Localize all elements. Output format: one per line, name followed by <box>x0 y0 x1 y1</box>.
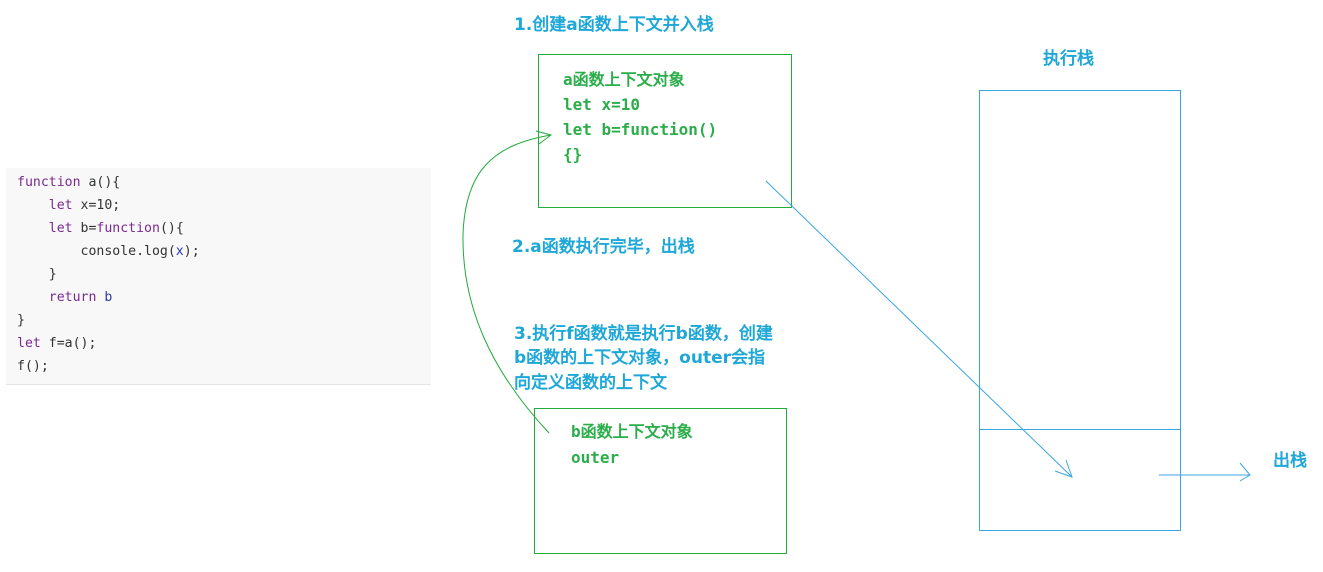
context-a-box <box>538 54 792 208</box>
context-a-line-3: {} <box>563 145 583 164</box>
stack-divider <box>980 429 1180 430</box>
code-token: x <box>175 244 184 259</box>
code-line: console.log(x); <box>17 240 431 263</box>
code-line: f(); <box>17 355 431 378</box>
code-token: let <box>17 336 49 351</box>
step-3-label-line-2: b函数的上下文对象，outer会指 <box>514 348 765 368</box>
code-token: b <box>104 290 113 305</box>
code-line: } <box>17 263 431 286</box>
code-line: let f=a(); <box>17 332 431 355</box>
code-token: let <box>17 198 81 213</box>
outer-arrow-head <box>535 130 553 145</box>
step-2-label: 2.a函数执行完毕，出栈 <box>512 237 695 257</box>
code-line: return b <box>17 286 431 309</box>
code-line: function a(){ <box>17 171 431 194</box>
code-token: x=10; <box>80 198 121 213</box>
code-token: } <box>17 267 57 282</box>
step-3-label-line-3: 向定义函数的上下文 <box>514 373 667 393</box>
outer-arrow <box>462 134 552 434</box>
code-token: } <box>17 313 25 328</box>
execution-stack-title: 执行栈 <box>1043 49 1094 69</box>
code-token: a(){ <box>88 175 121 190</box>
code-line: let x=10; <box>17 194 431 217</box>
code-token: (){ <box>159 221 184 236</box>
context-a-title: a函数上下文对象 <box>563 70 685 89</box>
code-token: let <box>17 221 81 236</box>
code-token: f=a(); <box>48 336 97 351</box>
step-1-label: 1.创建a函数上下文并入栈 <box>514 15 714 35</box>
context-a-line-2: let b=function() <box>563 120 718 139</box>
push-arrow-head <box>1054 459 1073 478</box>
code-line: } <box>17 309 431 332</box>
context-b-title: b函数上下文对象 <box>571 422 693 441</box>
context-a-line-1: let x=10 <box>563 95 641 114</box>
code-token: ); <box>183 244 200 259</box>
step-3-label-line-1: 3.执行f函数就是执行b函数，创建 <box>514 324 773 344</box>
context-b-box <box>534 408 787 554</box>
code-token: b= <box>80 221 97 236</box>
context-b-line-1: outer <box>571 448 620 467</box>
pop-label: 出栈 <box>1273 451 1307 471</box>
code-token: return <box>17 290 105 305</box>
code-token: console.log( <box>17 244 176 259</box>
code-token: f(); <box>17 359 49 374</box>
push-arrow <box>765 180 1073 478</box>
code-token: function <box>17 175 89 190</box>
code-line: let b=function(){ <box>17 217 431 240</box>
execution-stack <box>979 90 1181 531</box>
code-snippet: function a(){ let x=10; let b=function()… <box>6 168 431 385</box>
code-token: function <box>96 221 160 236</box>
pop-arrow-head <box>1239 462 1251 482</box>
